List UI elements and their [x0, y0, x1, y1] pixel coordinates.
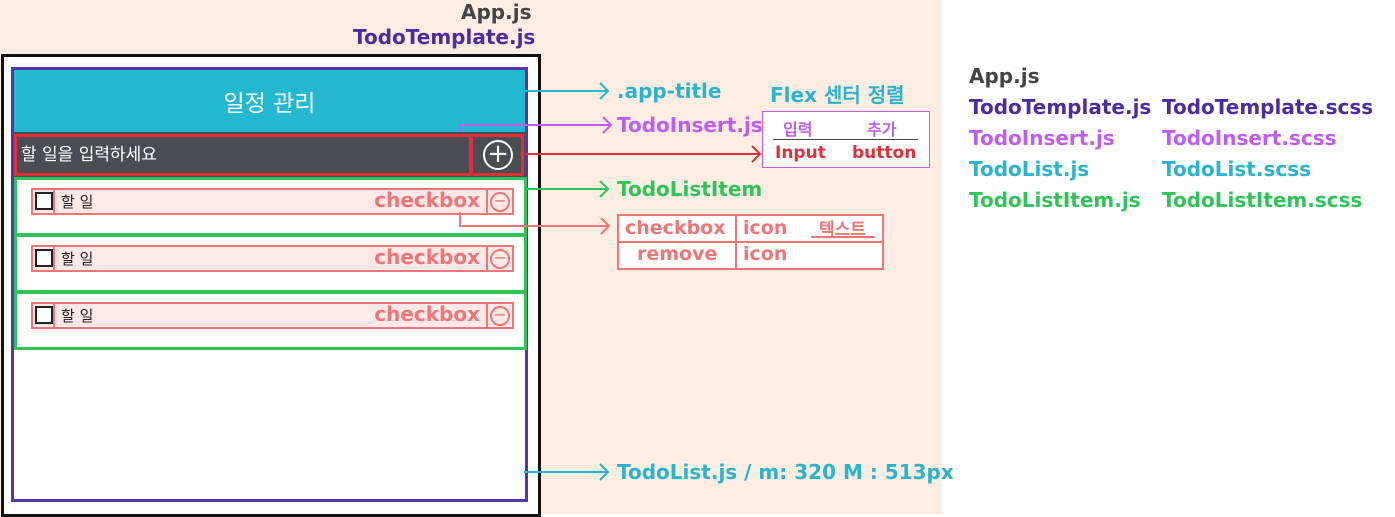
file-scss: TodoListItem.scss	[1162, 188, 1363, 212]
table-header: 입력	[783, 120, 813, 139]
checkbox-icon[interactable]	[35, 306, 53, 324]
checkbox-icon[interactable]	[35, 192, 53, 210]
divider	[486, 190, 488, 213]
flex-center-annotation: Flex 센터 정렬	[770, 83, 905, 107]
file-js: TodoTemplate.js	[969, 95, 1152, 119]
item-annotation: checkbox	[374, 245, 480, 269]
arrow-todo-insert	[459, 116, 613, 134]
file-js: TodoInsert.js	[969, 126, 1115, 150]
item-annotation: checkbox	[374, 302, 480, 326]
plus-circle-icon: +	[483, 140, 513, 170]
todo-list-item-annotation: TodoListItem	[617, 177, 763, 201]
divider	[619, 241, 882, 243]
divider	[53, 304, 55, 327]
item-text: 할 일	[61, 307, 94, 325]
remove-icon[interactable]: −	[490, 306, 510, 326]
file-js: TodoListItem.js	[969, 188, 1141, 212]
arrow-app-title	[525, 82, 610, 100]
file-js: TodoList.js	[969, 157, 1090, 181]
checkbox-icon[interactable]	[35, 249, 53, 267]
table-cell: Input	[775, 143, 826, 163]
underline	[811, 236, 875, 238]
divider	[773, 139, 918, 140]
file-scss: TodoInsert.scss	[1162, 126, 1337, 150]
item-row: 할 일 checkbox −	[31, 188, 514, 215]
item-text: 할 일	[61, 250, 94, 268]
table-cell: 텍스트	[819, 220, 866, 240]
app-js-label: App.js	[461, 0, 532, 24]
list-item-layout-table: checkbox icon 텍스트 remove icon	[617, 214, 884, 270]
todo-list-annotation: TodoList.js / m: 320 M : 513px	[617, 460, 954, 484]
todo-insert-annotation: TodoInsert.js	[617, 113, 763, 137]
table-cell: checkbox	[625, 217, 726, 239]
table-cell: icon	[743, 243, 788, 265]
todo-list-item: 할 일 checkbox −	[14, 234, 527, 293]
table-cell: icon	[743, 217, 788, 239]
remove-icon[interactable]: −	[490, 249, 510, 269]
todo-insert-form	[14, 132, 525, 177]
table-header: 추가	[867, 120, 897, 139]
arrow-input-button	[520, 145, 762, 163]
item-row: 할 일 checkbox −	[31, 302, 514, 329]
item-row: 할 일 checkbox −	[31, 245, 514, 272]
app-title: 일정 관리	[14, 70, 525, 132]
file-scss: TodoList.scss	[1162, 157, 1312, 181]
item-annotation: checkbox	[374, 188, 480, 212]
file-app-js: App.js	[969, 64, 1040, 88]
annotation-arrows	[459, 82, 762, 481]
file-scss: TodoTemplate.scss	[1162, 95, 1374, 119]
table-cell: remove	[637, 243, 718, 265]
todo-list-item: 할 일 checkbox −	[14, 177, 527, 236]
insert-layout-table: 입력 추가 Input button	[762, 111, 930, 168]
divider	[486, 247, 488, 270]
divider	[486, 304, 488, 327]
item-text: 할 일	[61, 193, 94, 211]
todo-list-item: 할 일 checkbox −	[14, 291, 527, 350]
todo-template-js-label: TodoTemplate.js	[353, 25, 536, 49]
app-title-annotation: .app-title	[617, 79, 722, 103]
arrow-todo-list	[524, 463, 610, 481]
table-cell: button	[852, 143, 917, 163]
divider	[53, 247, 55, 270]
remove-icon[interactable]: −	[490, 192, 510, 212]
arrow-todo-list-item	[524, 180, 610, 198]
divider	[53, 190, 55, 213]
arrow-item-detail	[459, 212, 611, 235]
